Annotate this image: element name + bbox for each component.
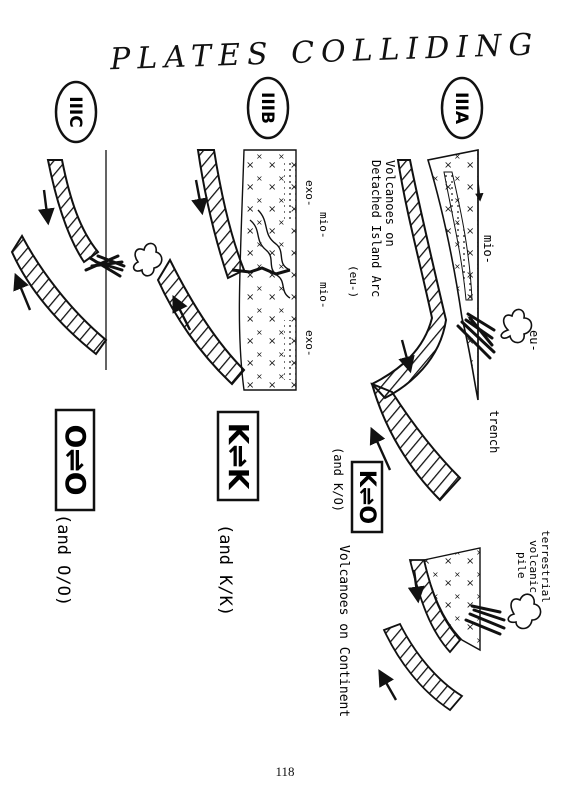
continent-caption: Volcanoes on Continent	[336, 545, 351, 717]
plate-motion-arrow	[37, 189, 55, 226]
formula-note-c: (and O/O)	[53, 514, 73, 606]
panel-label: IIIC	[65, 96, 85, 127]
panel-label: IIIA	[451, 92, 471, 125]
panel-iiia: IIIA mio- eu- trench Volcan	[331, 76, 552, 717]
pile-label-line3: pile	[515, 552, 528, 579]
mio-sediment-belt	[443, 171, 473, 301]
mio-fold-line	[257, 209, 291, 271]
zone-label-eu: eu-	[527, 330, 541, 352]
continent-crust	[423, 547, 481, 652]
formula-box-c: O⇌O	[54, 408, 96, 512]
eruption-cloud-a	[500, 308, 533, 344]
panel-label: IIIB	[257, 92, 277, 124]
plate-motion-arrow	[369, 426, 392, 471]
formula-note-a: (and K/O)	[331, 447, 345, 512]
eruption-cloud-continent	[507, 593, 542, 630]
plate-motion-arrow	[13, 272, 32, 311]
continental-plate-b-upper	[196, 149, 246, 280]
zone-label-exo-top: exo-	[303, 180, 316, 207]
plate-motion-arrow	[378, 669, 398, 701]
magma-conduits-c	[84, 254, 126, 278]
page-number: 118	[275, 764, 295, 779]
mio-fold-line	[249, 219, 291, 299]
plate-motion-arrow	[398, 339, 415, 374]
pointer-arrow	[475, 179, 484, 202]
exo-margin-bottom	[284, 320, 296, 380]
pile-label-line2: volcanic	[527, 540, 540, 593]
formula-text: O⇌O	[59, 424, 92, 495]
panel-iiic: IIIC O⇌O (and O/O)	[10, 80, 163, 606]
continent-subducting-plate	[382, 622, 464, 712]
island-arc-crust	[426, 149, 479, 401]
panel-label-circle: IIIC	[54, 80, 98, 144]
eruption-cloud-c	[132, 242, 163, 277]
plate-motion-arrow	[407, 569, 425, 604]
formula-text: K⇌O	[354, 470, 379, 524]
panel-label-circle: IIIA	[440, 76, 484, 140]
terrestrial-volcanic-pile	[464, 604, 506, 636]
formula-text: K⇌K	[222, 423, 255, 491]
formula-box-b: K⇌K	[216, 410, 260, 502]
zone-label-mio: mio-	[481, 235, 495, 264]
continent-inset: terrestrial volcanic pile Volcanoes on C…	[336, 530, 552, 717]
exo-margin-top	[284, 160, 296, 220]
zone-label-trench: trench	[487, 410, 501, 453]
continental-plate-b-lower	[156, 257, 246, 386]
oceanic-plate-c-upper	[46, 159, 100, 264]
island-arc-caption-eu: (eu-)	[347, 265, 360, 298]
formula-note-b: (and K/K)	[215, 524, 235, 616]
zone-label-mio-left: mio-	[317, 212, 330, 239]
panel-iiib: IIIB exo- mio- mio- exo-	[156, 76, 330, 616]
panel-label-circle: IIIB	[246, 76, 290, 140]
zone-label-exo-bottom: exo-	[303, 330, 316, 357]
plate-motion-arrow	[191, 179, 208, 216]
zone-label-mio-right: mio-	[317, 282, 330, 309]
island-arc-caption-line1: Volcanoes on	[383, 160, 397, 247]
plate-motion-arrow	[172, 294, 192, 331]
island-arc-caption-line2: Detached Island Arc	[369, 160, 383, 297]
subducting-plate-a	[370, 382, 462, 502]
magma-conduits-a	[456, 312, 496, 360]
suture-line	[231, 266, 291, 276]
formula-box-a: K⇌O	[350, 460, 384, 534]
pile-label-line1: terrestrial	[539, 530, 552, 603]
